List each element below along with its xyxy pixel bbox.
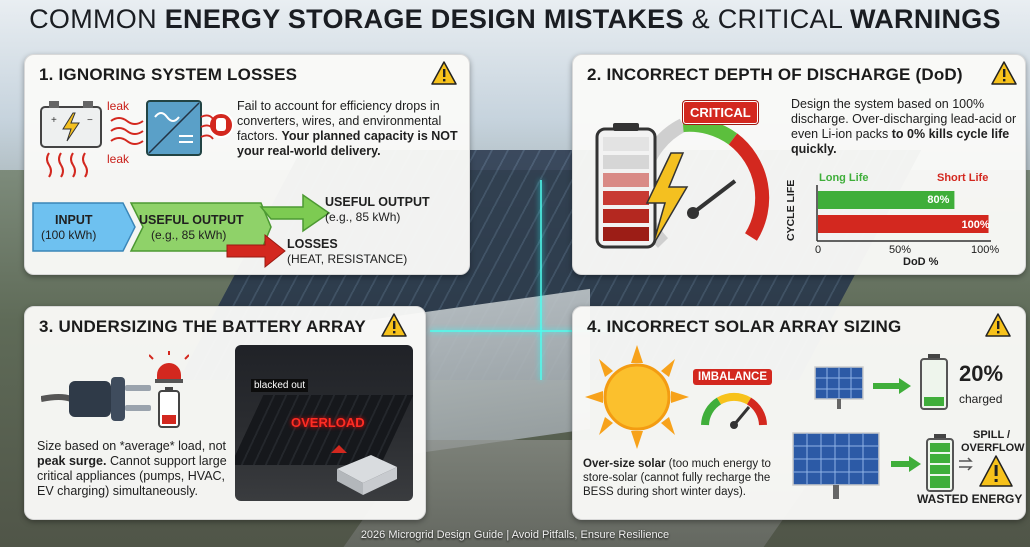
panel1-description: Fail to account for efficiency drops in …	[237, 99, 458, 158]
panel-solar-sizing: 4. INCORRECT SOLAR ARRAY SIZING IMBALANC…	[572, 306, 1026, 520]
battery-low-icon	[920, 354, 948, 410]
overflow-label: OVERFLOW	[961, 442, 1025, 454]
energy-flow-diagram	[32, 193, 331, 269]
imbalance-badge: IMBALANCE	[693, 369, 772, 385]
panel-title: 3. UNDERSIZING THE BATTERY ARRAY	[39, 317, 366, 336]
warning-icon	[985, 313, 1011, 337]
alarm-battery-icon	[149, 351, 189, 428]
useful-output-value: (e.g., 85 kWh)	[151, 228, 227, 242]
svg-text:−: −	[87, 115, 93, 126]
background-wire	[540, 180, 542, 380]
panel-title: 2. INCORRECT DEPTH OF DISCHARGE (DoD)	[587, 65, 963, 84]
panel-undersizing-battery: 3. UNDERSIZING THE BATTERY ARRAY blacked…	[24, 306, 426, 520]
blacked-out-label: blacked out	[251, 379, 309, 392]
inverter-icon	[146, 100, 234, 156]
panel-title: 1. IGNORING SYSTEM LOSSES	[39, 65, 298, 84]
spill-label: SPILL /	[973, 429, 1011, 441]
panel3-description: Size based on *average* load, not peak s…	[37, 439, 227, 498]
dod-chart	[816, 185, 991, 242]
bar-80-label: 80%	[927, 194, 950, 206]
y-axis-label: CYCLE LIFE	[785, 179, 797, 241]
warning-icon	[979, 455, 1013, 487]
footer-caption: 2026 Microgrid Design Guide | Avoid Pitf…	[360, 529, 670, 541]
charge-percent: 20%	[959, 361, 1004, 386]
bar-80	[818, 191, 955, 209]
input-label: INPUT	[55, 213, 93, 227]
panel-title: 4. INCORRECT SOLAR ARRAY SIZING	[587, 317, 902, 336]
useful-output-value-2: (e.g., 85 kWh)	[325, 210, 401, 224]
large-solar-panel-icon	[792, 432, 880, 499]
sun-icon	[585, 345, 689, 449]
blackout-scene-image	[235, 345, 413, 501]
losses-value: (HEAT, RESISTANCE)	[287, 252, 408, 266]
critical-badge: CRITICAL	[683, 101, 758, 124]
losses-label: LOSSES	[287, 237, 338, 251]
charged-label: charged	[959, 392, 1003, 406]
short-life-label: Short Life	[937, 172, 989, 184]
warning-icon	[431, 61, 457, 85]
warning-icon	[991, 61, 1017, 85]
x-axis-label: DoD %	[903, 256, 939, 268]
panel4-description: Over-size solar (too much energy to stor…	[583, 458, 771, 498]
panel2-description: Design the system based on 100% discharg…	[791, 97, 1017, 156]
panel-system-losses: 1. IGNORING SYSTEM LOSSES +− leak leak F…	[24, 54, 470, 275]
plug-icon	[41, 377, 151, 421]
long-life-label: Long Life	[819, 172, 869, 184]
battery-full-icon	[926, 434, 954, 492]
tick-100: 100%	[971, 244, 1000, 256]
input-value: (100 kWh)	[41, 228, 97, 242]
overflow-arrows-icon	[959, 457, 973, 471]
battery-container-icon	[331, 445, 397, 495]
leak-label: leak	[107, 99, 130, 113]
tick-50: 50%	[889, 244, 912, 256]
useful-output-label: USEFUL OUTPUT	[139, 213, 244, 227]
battery-icon: +−	[40, 101, 102, 178]
background-wire	[430, 330, 620, 332]
wasted-energy-label: WASTED ENERGY	[917, 492, 1023, 506]
warning-icon	[381, 313, 407, 337]
arrow-right-icon	[873, 378, 911, 394]
arrow-right-icon	[891, 456, 921, 472]
leak-waves-icon	[110, 117, 144, 145]
svg-text:+: +	[51, 115, 57, 126]
solar-panel-icon	[814, 366, 864, 409]
tick-0: 0	[815, 244, 822, 256]
page-title: COMMON ENERGY STORAGE DESIGN MISTAKES & …	[29, 4, 1001, 34]
bar-100-label: 100%	[961, 219, 990, 231]
leak-label: leak	[107, 152, 130, 166]
imbalance-gauge	[701, 392, 767, 429]
useful-output-label-2: USEFUL OUTPUT	[325, 195, 430, 209]
bar-100	[818, 215, 989, 233]
overload-label: OVERLOAD	[291, 415, 365, 430]
panel-depth-of-discharge: 2. INCORRECT DEPTH OF DISCHARGE (DoD) CR…	[572, 54, 1026, 275]
discharge-gauge-illustration	[595, 117, 770, 249]
